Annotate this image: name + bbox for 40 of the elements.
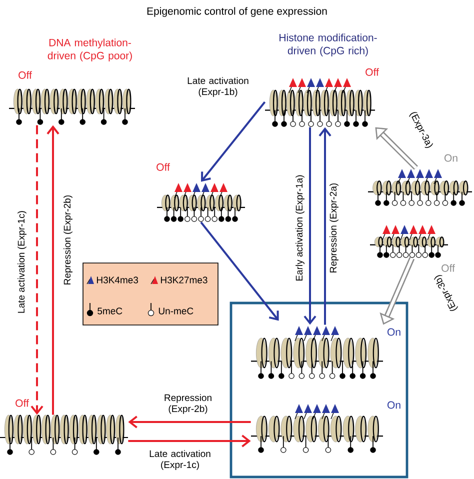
title: Epigenomic control of gene expression [147,7,327,17]
section-heading: DNA methylation-driven (CpG poor) [48,38,132,62]
arrow [128,416,251,428]
state-label: Off [442,264,455,272]
chromatin-drawing [0,414,128,455]
arrow [46,125,60,415]
edge-label: Repression (Expr-2a) [330,183,338,272]
state-label: On [388,401,400,409]
state-label: On [388,328,400,336]
arrow [318,127,332,325]
edge-label: Early activation (Expr-1a) [296,175,304,281]
legend-label: H3K4me3 [96,276,138,284]
chromatin-drawing [9,88,135,125]
edge-label: Repression (Expr-2b) [64,195,72,284]
arrow [304,127,316,325]
chromatin-drawing [370,225,448,258]
arrow [375,127,418,170]
edge-label: Late activation (Expr-1c) [150,450,210,470]
edge-label: Late activation (Expr-1c) [18,211,26,313]
arrow [200,222,279,321]
edge-label: Late activation (Expr-1b) [188,77,248,97]
section-heading: Histone modification-driven (CpG rich) [280,34,377,56]
edge-label: Repression (Expr-2b) [164,394,212,414]
legend-label: Un-meC [158,308,194,314]
state-label: Off [16,399,29,407]
legend-label: 5meC [98,308,122,314]
arrow [128,434,251,448]
chromatin-drawing [368,169,472,206]
chromatin-drawing [265,78,375,127]
state-label: Off [366,68,379,76]
frame-box [230,302,408,478]
arrow [30,125,44,415]
legend-label: H3K27me3 [160,276,208,284]
chromatin-drawing [251,404,383,453]
state-label: Off [156,163,170,171]
arrow [201,101,266,182]
chromatin-drawing [157,183,245,222]
state-label: Off [18,71,32,79]
chromatin-drawing [251,326,383,379]
state-label: On [444,154,458,162]
